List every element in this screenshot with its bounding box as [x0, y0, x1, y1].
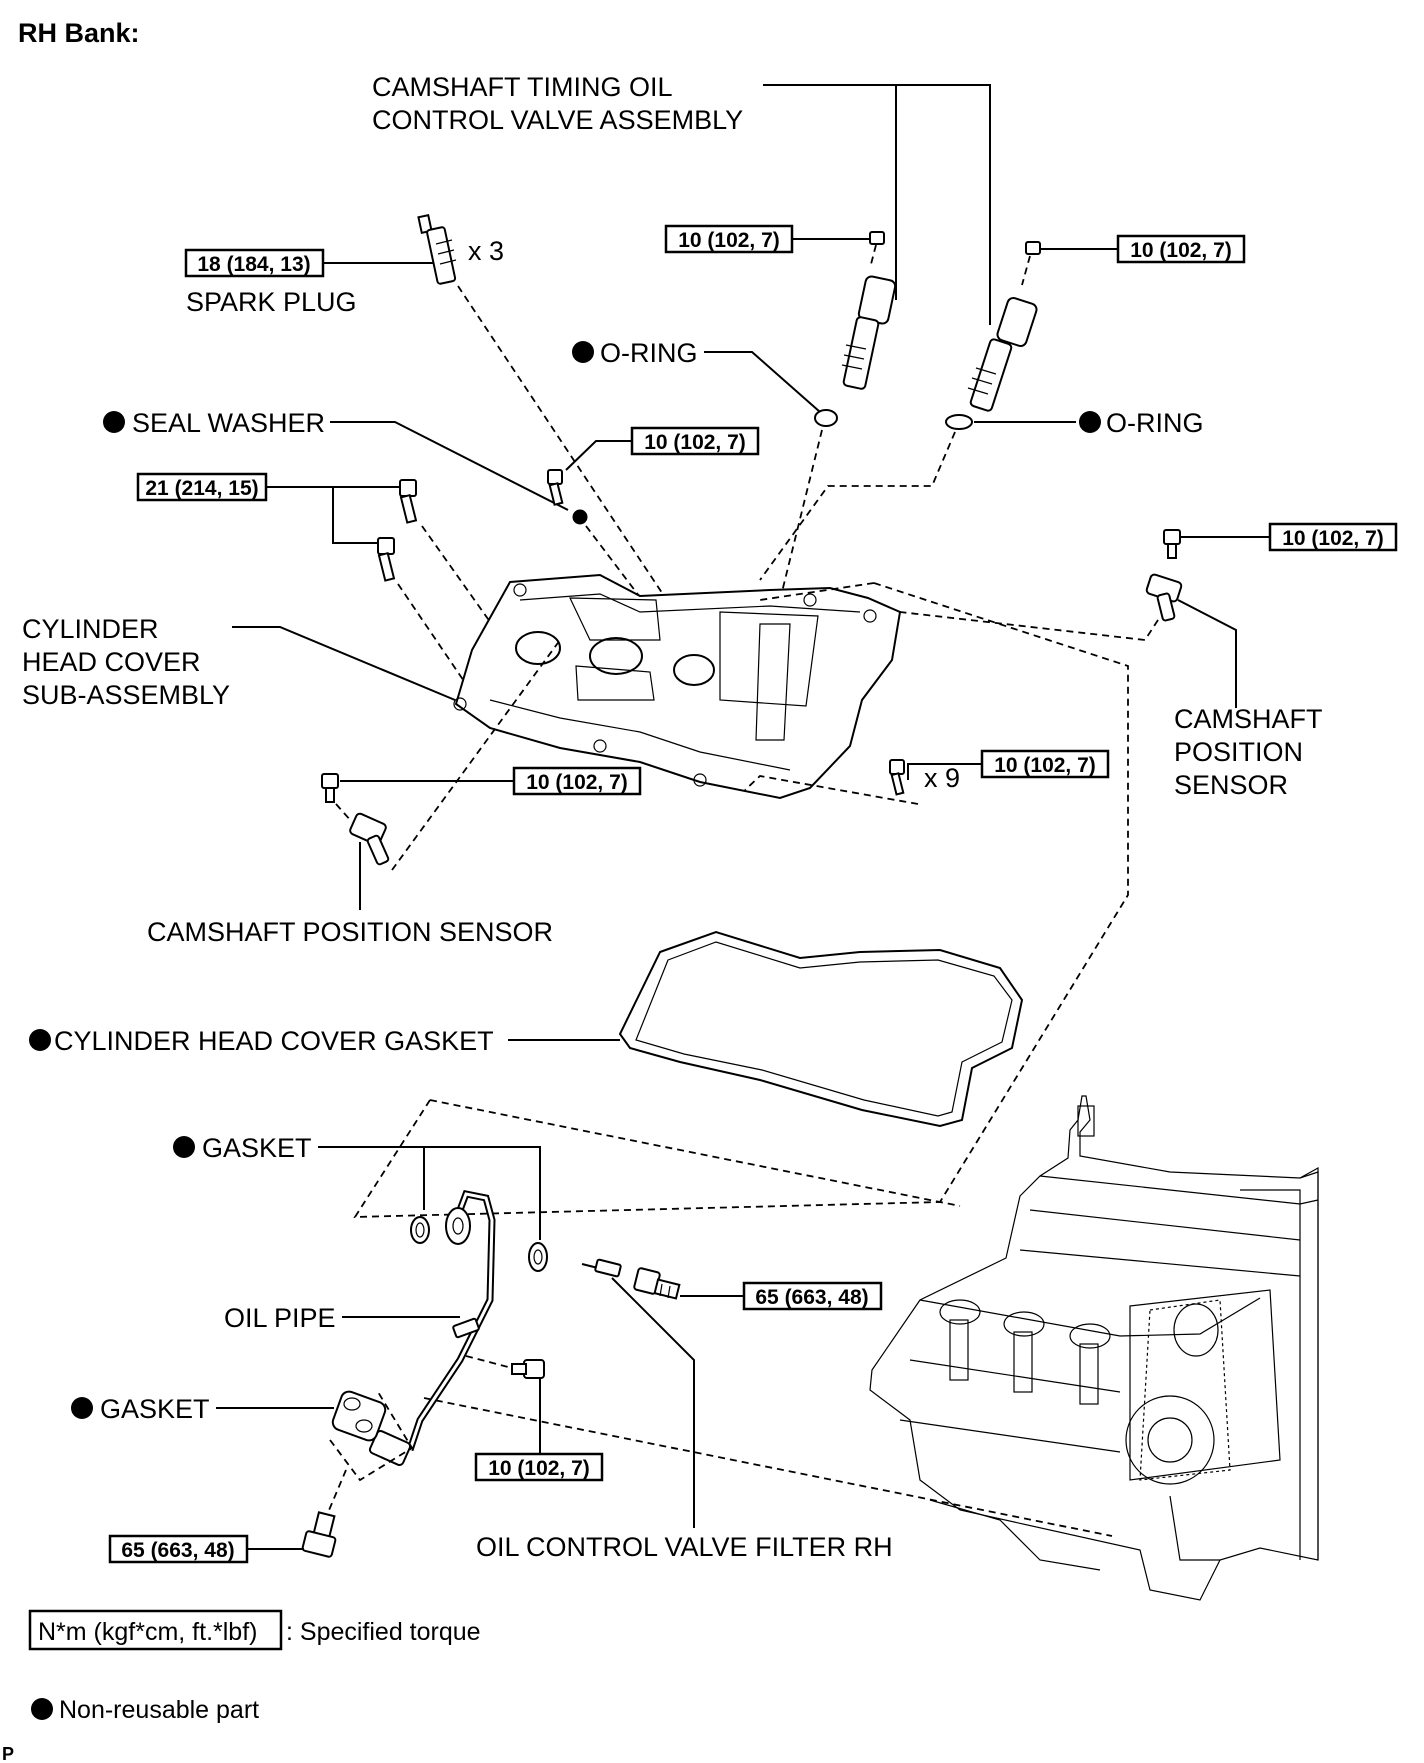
chc-gasket-label: CYLINDER HEAD COVER GASKET [54, 1026, 494, 1056]
gasket-ring-1 [410, 1216, 430, 1244]
seal-washer [572, 509, 588, 525]
torque-box-ocv-right [1116, 234, 1246, 264]
nonreusable-marker-oring-right [1079, 411, 1101, 433]
ocv-filter-rh [581, 1258, 622, 1278]
spark-plug-label: SPARK PLUG [186, 287, 357, 317]
cps-right-label-line3: SENSOR [1174, 770, 1288, 800]
pipe-bolt [511, 1359, 545, 1379]
legend-nonreusable-marker [31, 1698, 53, 1720]
legend-torque-box-text: N*m (kgf*cm, ft.*lbf) [38, 1618, 257, 1646]
cover-stud-1 [399, 479, 418, 524]
ocv-assembly-label-line2: CONTROL VALVE ASSEMBLY [372, 105, 743, 135]
oring-left-label: O-RING [600, 338, 698, 368]
cylinder-head-cover [453, 573, 902, 800]
nonreusable-marker-chc-gasket [29, 1029, 51, 1051]
oil-pipe-label: OIL PIPE [224, 1303, 336, 1333]
torque-seal-washer-bolt: 10 (102, 7) [644, 431, 746, 454]
torque-pipe-bolt: 10 (102, 7) [488, 1457, 590, 1480]
torque-box-pipe-bolt [474, 1452, 604, 1482]
cps-bottom-bolt [321, 773, 339, 803]
gasket-bottom-part [331, 1390, 387, 1442]
torque-ocv-right: 10 (102, 7) [1130, 239, 1232, 262]
chc-sub-label-line1: CYLINDER [22, 614, 159, 644]
seal-washer-bolt [547, 469, 564, 506]
torque-ocv-left: 10 (102, 7) [678, 229, 780, 252]
oil-pipe [368, 1189, 496, 1467]
engine-illustration [869, 1095, 1319, 1601]
cover-stud-2 [377, 537, 396, 582]
ocv-filter-label: OIL CONTROL VALVE FILTER RH [476, 1532, 893, 1562]
cover-bolts-qty: x 9 [924, 763, 960, 793]
spark-plug [417, 213, 457, 285]
torque-box-union-bolt-right [742, 1281, 883, 1311]
nonreusable-marker-gasket-bottom [71, 1397, 93, 1419]
ocv-assembly-label-line1: CAMSHAFT TIMING OIL [372, 72, 673, 102]
torque-cover-stud: 21 (214, 15) [145, 477, 258, 500]
torque-cover-bolts: 10 (102, 7) [994, 754, 1096, 777]
oring-left [814, 409, 838, 427]
torque-box-union-bolt-bottom [108, 1534, 249, 1564]
cover-bolt [889, 759, 905, 796]
oring-right [945, 414, 973, 430]
torque-union-bolt-right: 65 (663, 48) [755, 1286, 868, 1309]
cps-right-label-line2: POSITION [1174, 737, 1303, 767]
legend-nonreusable-text: Non-reusable part [59, 1696, 259, 1724]
union-bolt-right [633, 1267, 681, 1300]
torque-union-bolt-bottom: 65 (663, 48) [121, 1539, 234, 1562]
cylinder-head-cover-gasket [618, 930, 1024, 1128]
cps-right-sensor [1145, 573, 1183, 622]
legend-torque-text: : Specified torque [286, 1618, 481, 1646]
torque-cps-bottom: 10 (102, 7) [526, 771, 628, 794]
ocv-left-bolt [869, 231, 885, 269]
gasket-ring-2 [528, 1242, 548, 1272]
seal-washer-label: SEAL WASHER [132, 408, 325, 438]
torque-spark-plug: 18 (184, 13) [197, 253, 310, 276]
cps-bottom-label: CAMSHAFT POSITION SENSOR [147, 917, 553, 947]
ocv-valve-right [967, 297, 1038, 412]
oring-right-label: O-RING [1106, 408, 1204, 438]
cps-bottom-sensor [349, 812, 390, 866]
chc-sub-label-line3: SUB-ASSEMBLY [22, 680, 230, 710]
nonreusable-marker-oring-left [572, 341, 594, 363]
diagram-title: RH Bank: [18, 18, 140, 48]
legend-torque-box [28, 1609, 283, 1651]
footer-letter: P [2, 1744, 14, 1763]
cps-right-label-line1: CAMSHAFT [1174, 704, 1323, 734]
cps-right-bolt [1163, 529, 1181, 559]
torque-box-seal-washer-bolt [630, 426, 760, 456]
gasket-top-label: GASKET [202, 1133, 312, 1163]
nonreusable-marker-gasket-top [173, 1136, 195, 1158]
spark-plug-qty: x 3 [468, 236, 504, 266]
nonreusable-marker-seal-washer [103, 411, 125, 433]
gasket-bottom-label: GASKET [100, 1394, 210, 1424]
ocv-valve-left [841, 275, 897, 390]
chc-sub-label-line2: HEAD COVER [22, 647, 201, 677]
union-bolt-bottom [301, 1511, 337, 1558]
torque-box-cps-right [1268, 522, 1398, 552]
ocv-leader-right [763, 84, 991, 325]
ocv-right-bolt [1021, 241, 1041, 286]
torque-cps-right: 10 (102, 7) [1282, 527, 1384, 550]
